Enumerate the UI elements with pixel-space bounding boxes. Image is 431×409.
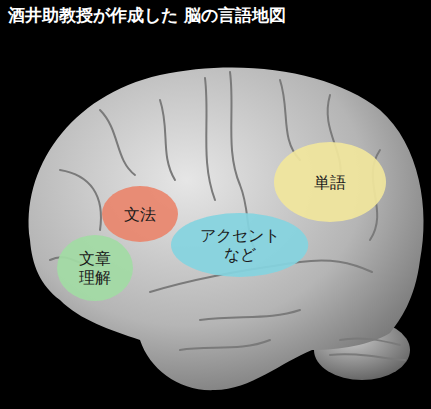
- grammar-region: 文法: [102, 186, 178, 242]
- region-label: 単語: [314, 173, 346, 192]
- word-region: 単語: [274, 142, 386, 222]
- region-label: 文章 理解: [76, 249, 114, 287]
- region-label: アクセント など: [195, 226, 285, 264]
- region-label: 文法: [124, 205, 156, 224]
- comprehension-region: 文章 理解: [57, 235, 133, 301]
- title: 酒井助教授が作成した 脳の言語地図: [8, 4, 308, 26]
- accent-region: アクセント など: [171, 213, 308, 277]
